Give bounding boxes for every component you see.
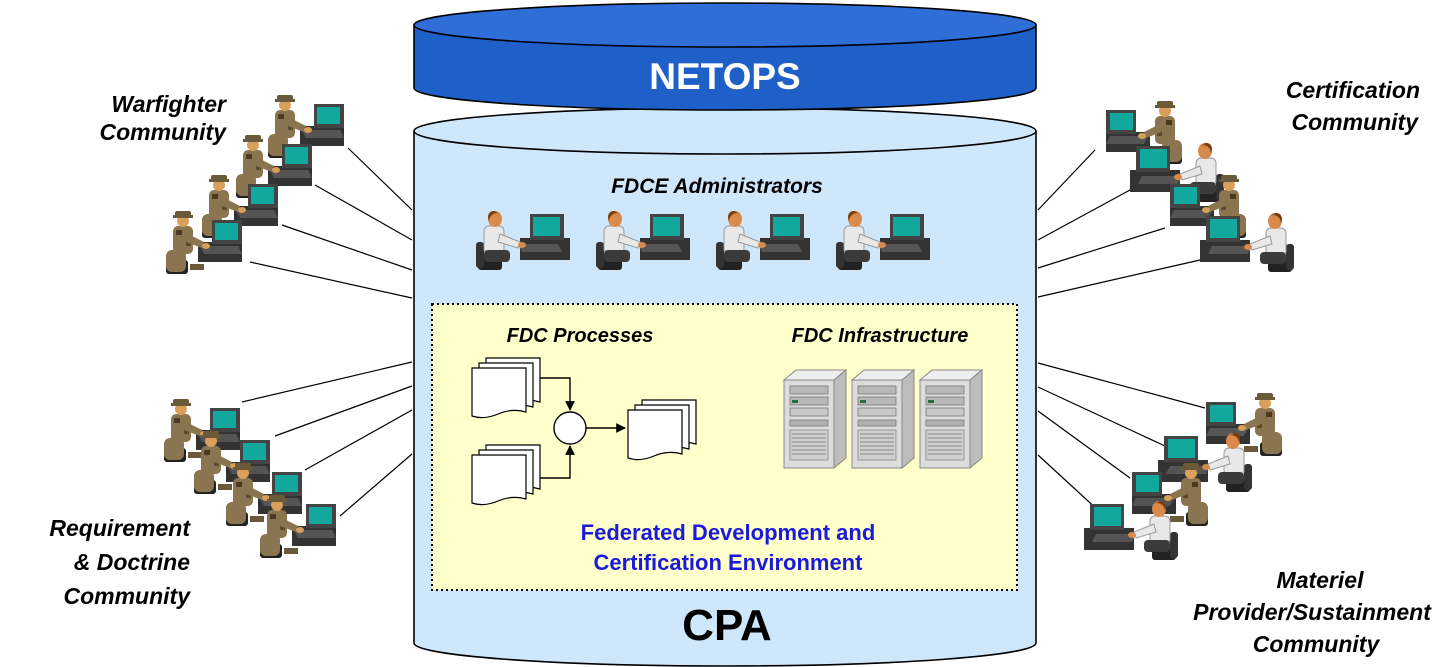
netops-label: NETOPS xyxy=(649,56,800,97)
operator-at-computer-icon xyxy=(1158,433,1252,492)
connector-lines-right xyxy=(1037,149,1206,513)
materiel-label-line2: Provider/Sustainment xyxy=(1193,599,1432,625)
requirement-label-line3: Community xyxy=(64,583,192,609)
warfighter-community: Warfighter Community xyxy=(100,91,344,274)
connector-lines-left xyxy=(241,147,413,517)
requirement-label-line2: & Doctrine xyxy=(74,549,191,575)
operator-at-computer-icon xyxy=(1084,501,1178,560)
fdc-infrastructure-title: FDC Infrastructure xyxy=(792,325,969,347)
fdce-name-line2: Certification Environment xyxy=(594,550,864,575)
fdce-name-line1: Federated Development and xyxy=(581,520,876,545)
soldier-at-computer-icon xyxy=(1206,393,1282,456)
netops-cylinder: NETOPS xyxy=(413,2,1037,111)
materiel-community: Materiel Provider/Sustainment Community xyxy=(1084,393,1432,657)
administrators-title: FDCE Administrators xyxy=(611,175,823,198)
fdce-box: FDC Processes FDC Infrastructure Federat… xyxy=(431,303,1018,591)
requirement-doctrine-community: Requirement & Doctrine Community xyxy=(49,399,336,609)
process-flow xyxy=(471,357,697,506)
materiel-label-line3: Community xyxy=(1253,631,1381,657)
warfighter-label-line1: Warfighter xyxy=(111,91,227,117)
server-tower-icon xyxy=(919,369,983,469)
certification-label-line1: Certification xyxy=(1286,77,1420,103)
certification-community: Certification Community xyxy=(1106,77,1420,272)
certification-label-line2: Community xyxy=(1292,109,1420,135)
cpa-label: CPA xyxy=(682,601,772,650)
fdc-processes-title: FDC Processes xyxy=(507,325,654,347)
server-tower-icon xyxy=(851,369,915,469)
requirement-label-line1: Requirement xyxy=(49,515,191,541)
server-group xyxy=(783,369,983,469)
warfighter-label-line2: Community xyxy=(100,119,228,145)
operator-at-computer-icon xyxy=(1200,213,1294,272)
merge-circle-icon xyxy=(553,411,587,445)
materiel-label-line1: Materiel xyxy=(1277,567,1365,593)
server-tower-icon xyxy=(783,369,847,469)
